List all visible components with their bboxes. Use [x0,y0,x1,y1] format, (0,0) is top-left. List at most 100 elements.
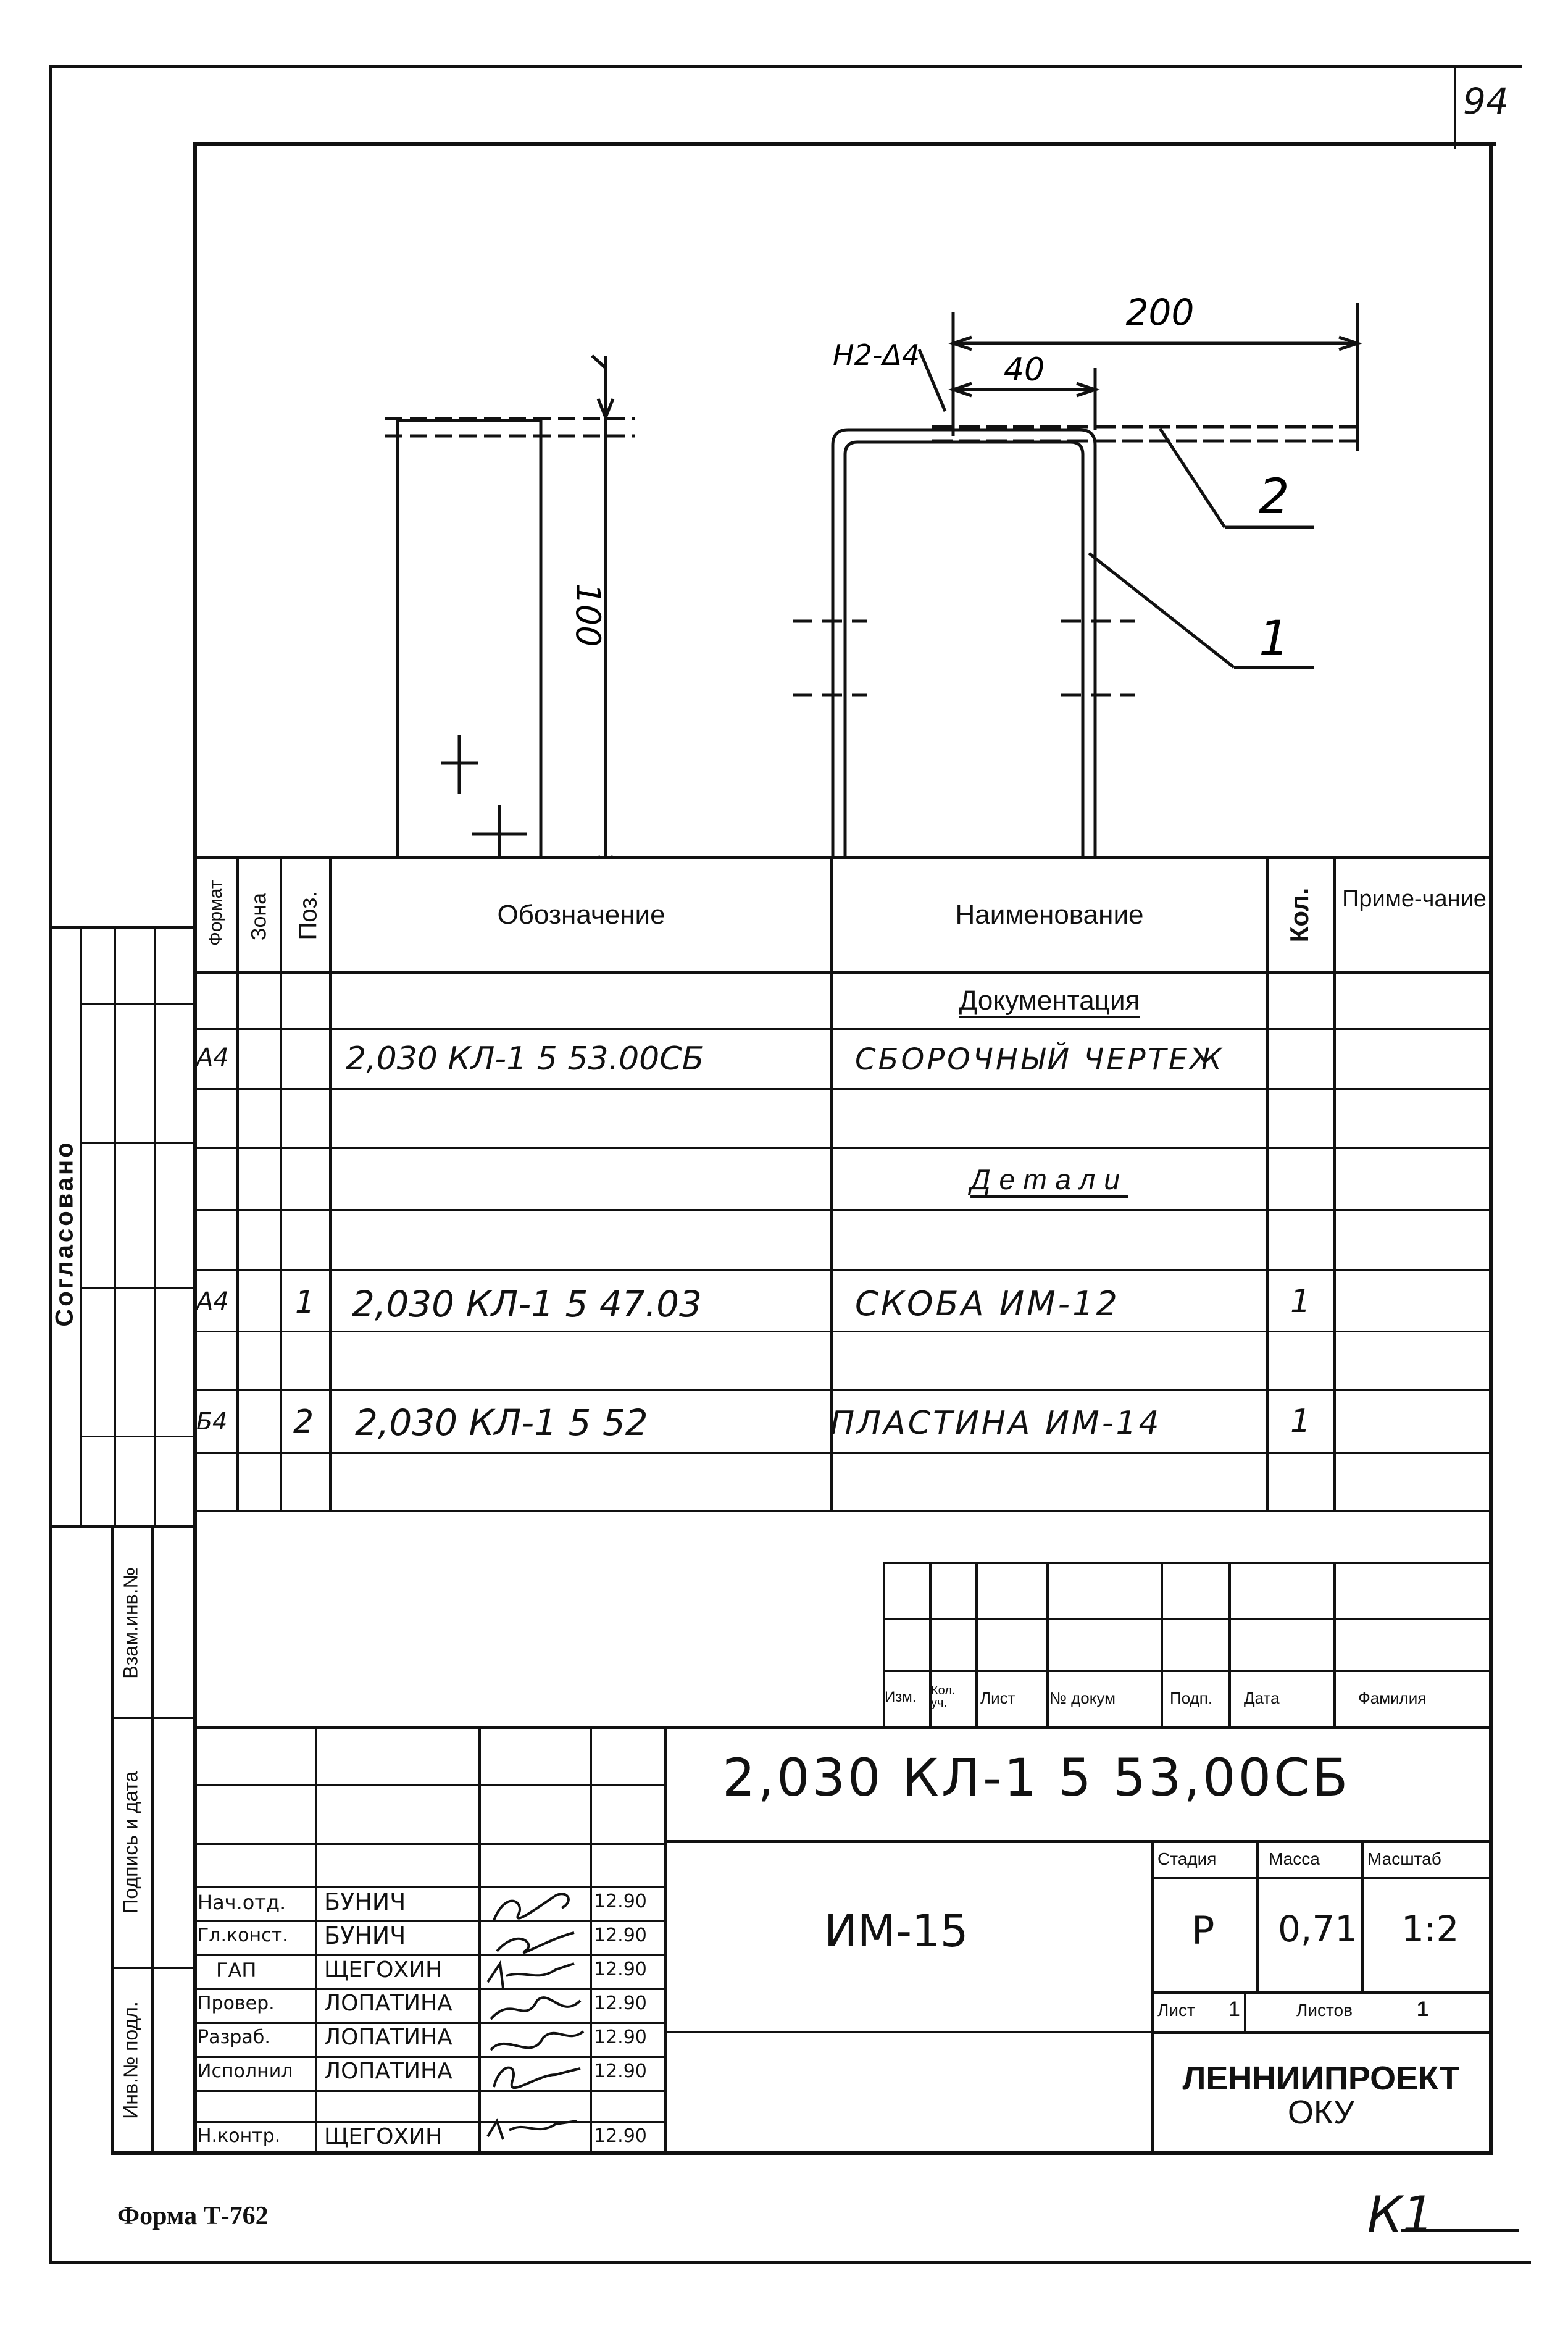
tb-line [1151,1840,1154,2155]
tb-line [929,1562,932,1726]
person-name: Бунич [324,1922,406,1949]
person-role: Исполнил [198,2060,293,2082]
row-pos: 1 [295,1284,315,1320]
margin-line [111,1525,114,2155]
tb-org-line2: ОКУ [1287,2094,1355,2131]
col-line [329,856,332,1510]
callout-2: 2 [1259,469,1290,525]
tb-line [193,1920,664,1922]
tb-line [193,1988,664,1990]
person-date: 12.90 [594,2060,647,2082]
signatures [486,1893,585,2140]
tb-scale: 1:2 [1401,1908,1459,1950]
margin-line [114,926,116,1528]
outer-frame-bottom [49,2261,1531,2264]
person-date: 12.90 [594,1993,647,2014]
technical-drawing: 200 40 Н2-Δ4 100 40 4 185 2 1 [385,291,1362,856]
tb-designation: 2,030 КЛ-1 5 53,00СБ [722,1747,1351,1808]
person-role: Н.контр. [198,2125,281,2147]
plate-outline [396,419,543,856]
tb-sheets-label: Листов [1296,2001,1353,2020]
header-note: Приме-чание [1342,886,1487,912]
tb-line [1361,1840,1364,1991]
row-line [193,1147,1493,1149]
margin-line [80,926,82,1528]
tb-line [975,1562,978,1726]
spec-top-line [193,856,1493,859]
tb-org-line1: ЛЕННИИПРОЕКТ [1182,2060,1460,2097]
tb-line [883,1670,1493,1672]
person-name: Лопатина [324,2059,452,2084]
row-line [193,1028,1493,1030]
row-line [193,971,1493,974]
tb-line [1228,1562,1231,1726]
tb-line [883,1562,1493,1564]
tb-line [1244,1991,1246,2031]
header-name: Наименование [955,899,1144,930]
col-line [830,856,833,1510]
tb-line [193,1784,664,1786]
outer-frame-left [49,65,52,2264]
row-line [193,1269,1493,1271]
tb-line [1151,1991,1493,1994]
person-role: Нач.отд. [198,1891,286,1914]
row-designation: 2,030 КЛ-1 5 47.03 [352,1283,702,1325]
header-qty: Кол. [1285,887,1314,943]
row-line [193,1088,1493,1090]
row-line [193,1331,1493,1332]
callout-1: 1 [1259,611,1290,667]
person-name: Щегохин [324,1957,443,1983]
tb-line [664,1729,667,2155]
tb-mass: 0,71 [1278,1908,1358,1950]
person-role: Гл.конст. [198,1925,288,1946]
tb-line [193,1954,664,1956]
tb-line [193,1726,1493,1729]
margin-line [111,1717,196,1719]
tb-line [193,2056,664,2058]
tb-line [193,2022,664,2024]
row-designation: 2,030 КЛ-1 5 53.00СБ [346,1040,704,1077]
corner-number: 94 [1463,80,1509,122]
tb-line [193,1843,664,1845]
outer-frame-top [49,65,1522,68]
change-header-list: Лист [980,1689,1015,1707]
tb-stage: Р [1191,1908,1215,1953]
tb-line [1256,1840,1259,1991]
header-designation: Обозначение [497,899,665,930]
tb-sheets: 1 [1417,1997,1428,2021]
person-date: 12.90 [594,2125,647,2147]
row-designation: 2,030 КЛ-1 5 52 [355,1402,648,1444]
row-qty: 1 [1290,1283,1311,1320]
inner-frame-bottom [111,2151,1493,2155]
person-name: Бунич [324,1888,406,1915]
col-line [236,856,239,1510]
margin-line [111,1967,196,1969]
row-line [193,1452,1493,1454]
tb-line [590,1729,592,2155]
person-name: Щегохин [324,2124,443,2149]
header-zone: Зона [247,892,271,941]
bracket-outer [831,428,1097,856]
dim-40-right: 40 [1004,351,1045,388]
col-line [1333,856,1336,1510]
tb-line [315,1729,317,2155]
row-name: Пластина ИМ-14 [830,1405,1162,1442]
tb-line [664,2031,1151,2033]
margin-line [49,926,196,929]
row-format: А4 [196,1044,229,1072]
person-role: Провер. [198,1993,275,2014]
person-name: Лопатина [324,1991,452,2016]
tb-line [1046,1562,1049,1726]
tb-line [883,1562,885,1726]
tb-line [664,1840,1493,1843]
row-pos: 2 [293,1403,314,1441]
margin-line [80,1287,196,1289]
corner-box-left [1454,65,1456,149]
margin-line [154,926,156,1528]
footer-underline [1401,2229,1519,2232]
tb-mass-label: Масса [1269,1849,1320,1868]
person-role: ГАП [216,1959,257,1982]
tb-line [193,1886,664,1888]
margin-line [80,1003,196,1005]
margin-line [80,1142,196,1144]
